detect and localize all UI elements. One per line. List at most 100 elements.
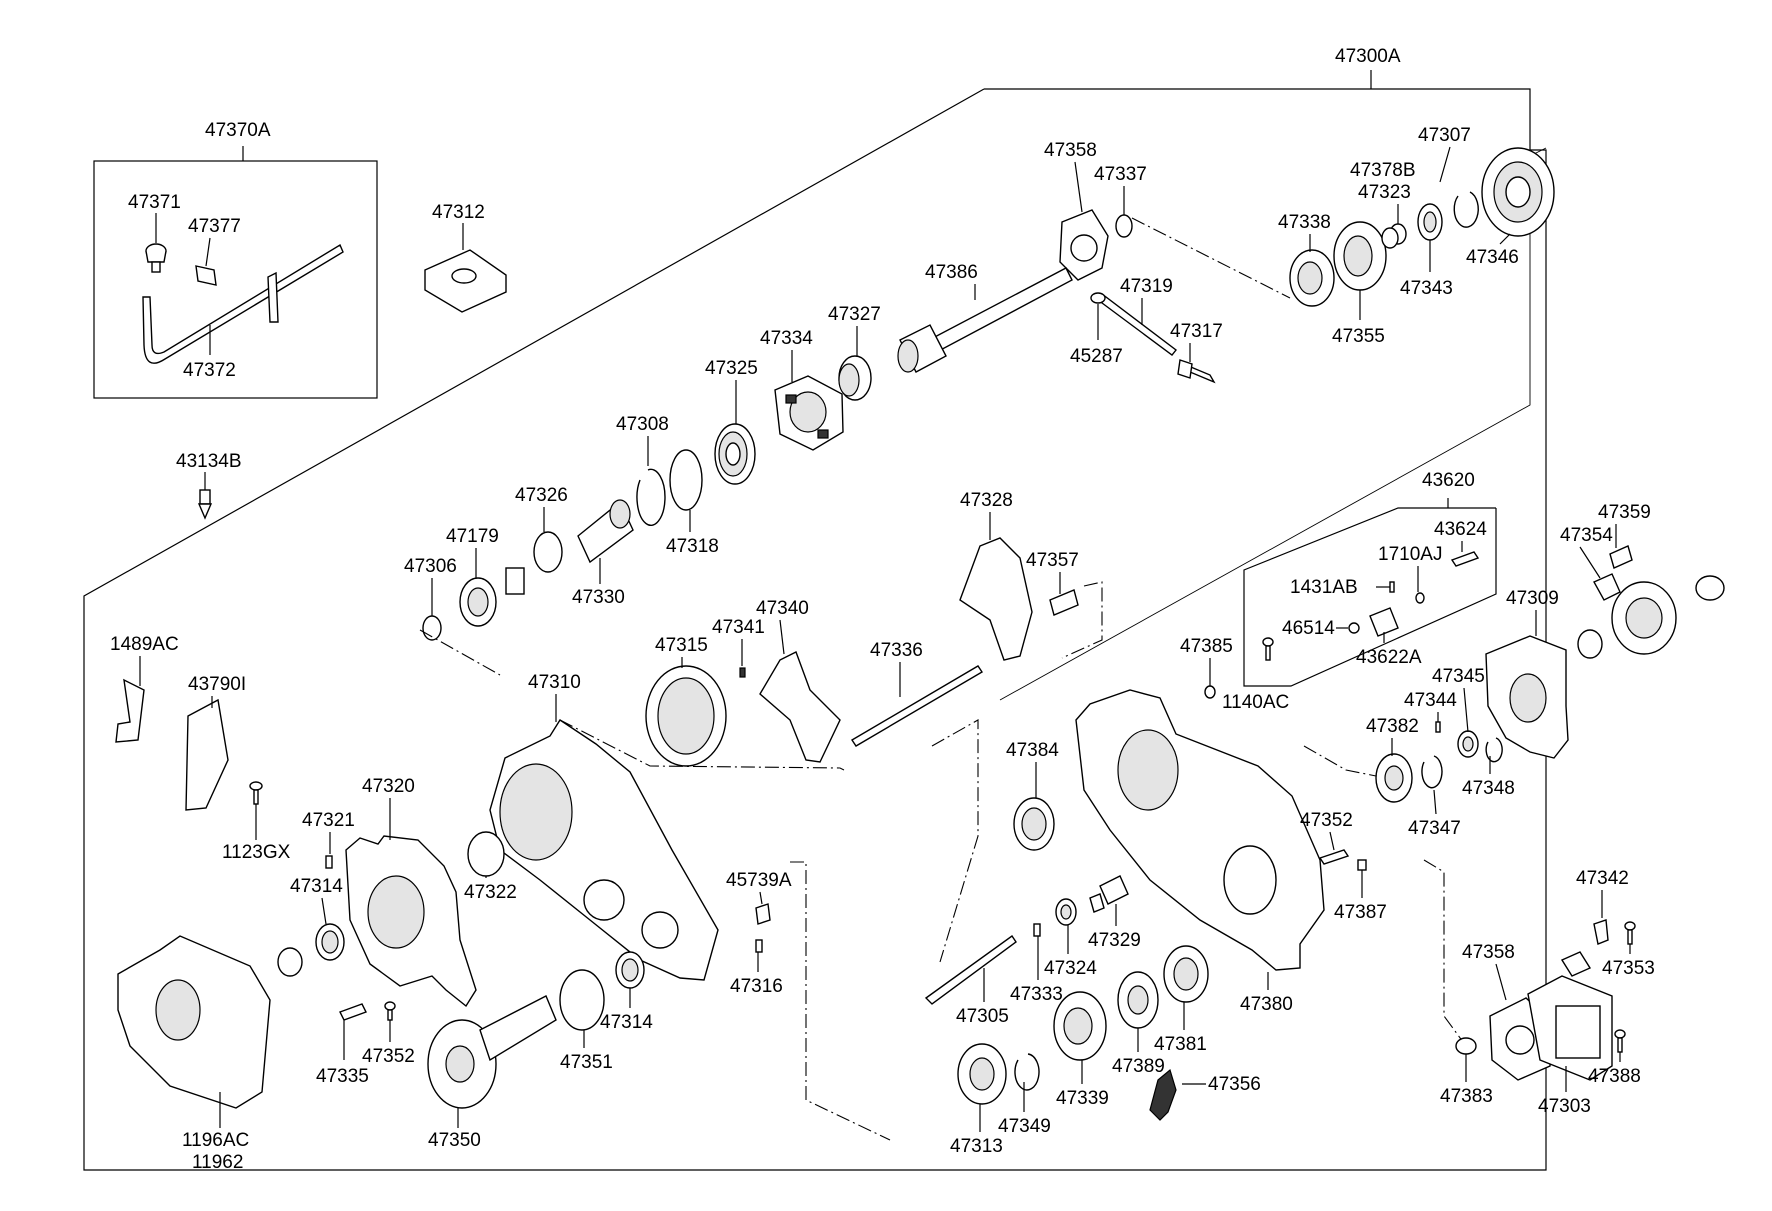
snapring-47307-part: [1453, 191, 1479, 228]
label-47333: 47333: [1010, 984, 1063, 1005]
rod-47305-part: [924, 935, 1017, 1005]
label-47347: 47347: [1408, 818, 1461, 839]
label-47326: 47326: [515, 485, 568, 506]
label-47313: 47313: [950, 1136, 1003, 1157]
label-47380: 47380: [1240, 994, 1293, 1015]
label-45739A: 45739A: [726, 870, 792, 891]
sensor-47354-part: [1593, 573, 1621, 601]
fork-47340-part: [759, 651, 841, 763]
bearing-47343-part: [1417, 203, 1443, 241]
ring-47322-part: [467, 831, 505, 877]
cap-47371-part: [145, 243, 167, 273]
label-47314b: 47314: [600, 1012, 653, 1033]
shield-43790I-part: [185, 698, 229, 811]
label-43622A: 43622A: [1356, 647, 1422, 668]
sensor-kit-box: [1243, 507, 1497, 687]
label-47327: 47327: [828, 304, 881, 325]
label-47305: 47305: [956, 1006, 1009, 1027]
seal-47314b-part: [615, 951, 645, 989]
label-47359: 47359: [1598, 502, 1651, 523]
tube-47372-part: [142, 243, 344, 364]
ring-gear-47315-part: [645, 665, 727, 767]
bracket-1489AC-part: [115, 678, 145, 743]
gear-47339-part: [1053, 991, 1107, 1061]
label-11962: 11962: [192, 1152, 243, 1173]
bolt-47352b-part: [1318, 849, 1350, 865]
label-47323: 47323: [1358, 182, 1411, 203]
seal-47314a-part: [315, 923, 345, 961]
label-47336: 47336: [870, 640, 923, 661]
sprocket-47389-part: [1117, 971, 1159, 1029]
snapring-47308-part: [636, 468, 666, 526]
label-47312: 47312: [432, 202, 485, 223]
label-47324: 47324: [1044, 958, 1097, 979]
label-47346: 47346: [1466, 247, 1519, 268]
label-47300A: 47300A: [1335, 46, 1401, 67]
label-47383: 47383: [1440, 1086, 1493, 1107]
label-47329: 47329: [1088, 930, 1141, 951]
label-47387: 47387: [1334, 902, 1387, 923]
label-47342: 47342: [1576, 868, 1629, 889]
label-1140AC: 1140AC: [1222, 692, 1289, 713]
bearing-47313-part: [957, 1043, 1007, 1105]
pin-47333-part: [1033, 923, 1041, 937]
label-47372: 47372: [183, 360, 236, 381]
clip-47359-part: [1609, 545, 1633, 569]
sensor-43622A-part: [1369, 607, 1399, 637]
label-47319: 47319: [1120, 276, 1173, 297]
shift-rail-kit-box: [93, 160, 378, 399]
label-47325: 47325: [705, 358, 758, 379]
label-47334: 47334: [760, 328, 813, 349]
label-47344: 47344: [1404, 690, 1457, 711]
pin-1431AB-part: [1389, 581, 1395, 593]
label-1431AB: 1431AB: [1290, 577, 1358, 598]
pin-47321-part: [325, 855, 333, 869]
bolt-47388-part: [1614, 1029, 1626, 1053]
clip-45739A-part: [755, 903, 771, 925]
label-47370A: 47370A: [205, 120, 271, 141]
label-47317: 47317: [1170, 321, 1223, 342]
label-47377: 47377: [188, 216, 241, 237]
label-43134B: 43134B: [176, 451, 242, 472]
carrier-47334-part: [774, 375, 844, 451]
shaft-47330-part: [577, 499, 634, 564]
gear-47325-part: [714, 423, 756, 485]
main-assembly-frame: [83, 88, 1547, 1171]
label-47350: 47350: [428, 1130, 481, 1151]
label-47321: 47321: [302, 810, 355, 831]
label-43790I: 43790I: [188, 674, 246, 695]
label-1489AC: 1489AC: [110, 634, 179, 655]
label-1196AC: 1196AC: [182, 1130, 249, 1151]
label-47330: 47330: [572, 587, 625, 608]
label-47337: 47337: [1094, 164, 1147, 185]
label-47316: 47316: [730, 976, 783, 997]
label-47357: 47357: [1026, 550, 1079, 571]
label-46514: 46514: [1282, 618, 1335, 639]
label-47310: 47310: [528, 672, 581, 693]
seal-47324-part: [1055, 898, 1077, 926]
label-47345: 47345: [1432, 666, 1485, 687]
label-47335: 47335: [316, 1066, 369, 1087]
bolt-43624-part: [1450, 551, 1480, 567]
washer-47351-part: [559, 969, 605, 1031]
label-47322: 47322: [464, 882, 517, 903]
ring-1710AJ-part: [1415, 592, 1425, 604]
gear-47327-part: [838, 355, 872, 401]
gear-47355-part: [1333, 221, 1387, 291]
motor-47303-part: [1527, 975, 1613, 1081]
label-47358a: 47358: [1044, 140, 1097, 161]
label-47389: 47389: [1112, 1056, 1165, 1077]
label-47384: 47384: [1006, 740, 1059, 761]
label-47356: 47356: [1208, 1074, 1261, 1095]
pad-47312-part: [424, 249, 507, 313]
shaft-47386-part: [897, 267, 1073, 373]
label-47309: 47309: [1506, 588, 1559, 609]
label-47328: 47328: [960, 490, 1013, 511]
label-47348: 47348: [1462, 778, 1515, 799]
nut-47385-part: [1204, 685, 1216, 699]
label-47318: 47318: [666, 536, 719, 557]
label-47382: 47382: [1366, 716, 1419, 737]
label-47353: 47353: [1602, 958, 1655, 979]
chain-47356-part: [1149, 1068, 1177, 1121]
bracket-47342-part: [1560, 919, 1609, 977]
